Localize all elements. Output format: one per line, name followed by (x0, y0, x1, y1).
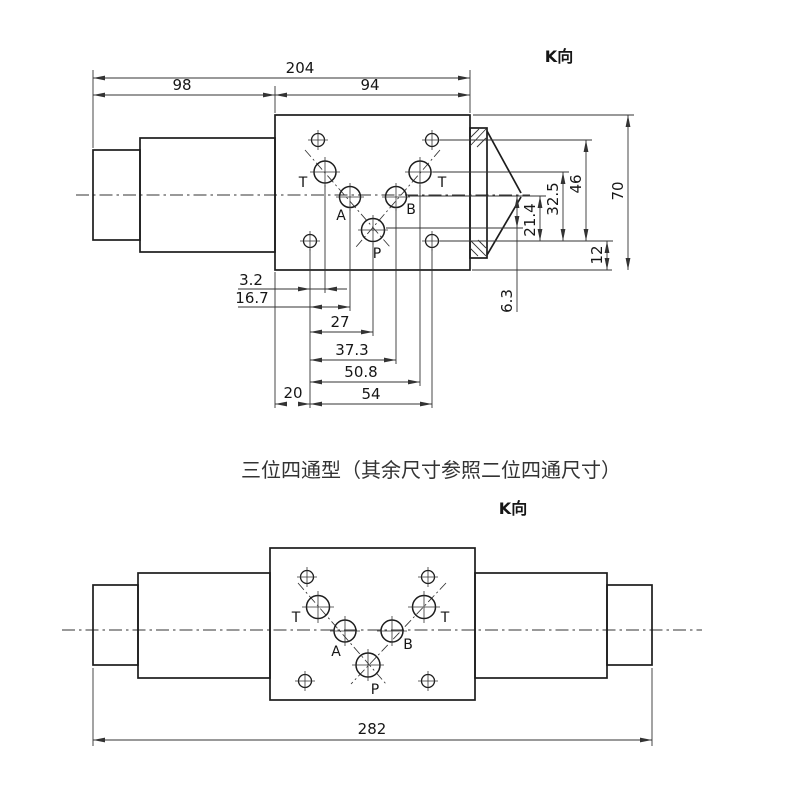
top-port-label-T-right: T (437, 175, 447, 191)
dim-overall-length: 282 (358, 720, 387, 738)
top-view-direction-label: K向 (545, 47, 573, 66)
dim-c6: 54 (361, 385, 380, 403)
bottom-port-label-B: B (403, 637, 413, 653)
dim-p-offset: 6.3 (498, 289, 516, 313)
bottom-port-label-A: A (331, 644, 341, 660)
dim-right-width: 94 (360, 76, 379, 94)
top-bolt-holes (300, 130, 442, 251)
dim-left-width: 98 (172, 76, 191, 94)
top-drawing: K向 (76, 47, 634, 408)
top-port-centerlines (304, 149, 441, 248)
top-port-label-B: B (406, 202, 416, 218)
dim-t-height: 32.5 (544, 182, 562, 215)
dim-c1: 3.2 (239, 271, 263, 289)
bottom-end-cap-right (606, 584, 653, 666)
top-right-dimensions (386, 114, 634, 312)
top-solenoid-body (139, 137, 276, 253)
bottom-bolt-holes (295, 567, 438, 691)
dim-block-height: 70 (609, 181, 627, 200)
top-width-dimensions (92, 70, 471, 148)
dim-c2: 16.7 (235, 289, 268, 307)
bottom-width-dimension (92, 668, 653, 746)
top-ports (310, 157, 435, 245)
top-clamp-wedge (469, 127, 522, 259)
dim-bottom-edge: 12 (588, 245, 606, 264)
top-port-label-T-left: T (298, 175, 308, 191)
dim-total-width: 204 (286, 59, 315, 77)
bottom-port-label-P: P (371, 682, 379, 698)
bottom-drawing: K向 (62, 499, 702, 746)
dim-bolt-height: 46 (567, 174, 585, 193)
dim-c7: 20 (283, 384, 302, 402)
bottom-solenoid-right (474, 572, 608, 679)
dim-ab-height: 21.4 (521, 203, 539, 236)
dim-c4: 37.3 (335, 341, 368, 359)
top-port-label-A: A (336, 208, 346, 224)
top-port-label-P: P (373, 246, 381, 262)
bottom-port-centerlines (297, 582, 447, 685)
bottom-end-cap-left (92, 584, 139, 666)
top-valve-outline (92, 114, 471, 271)
bottom-view-direction-label: K向 (499, 499, 527, 518)
caption-three-position-four-way: 三位四通型（其余尺寸参照二位四通尺寸） (241, 458, 621, 482)
bottom-port-label-T-right: T (440, 610, 450, 626)
bottom-valve-outline (92, 547, 653, 701)
dim-c5: 50.8 (344, 363, 377, 381)
top-bottom-dimensions (238, 185, 433, 408)
dim-c3: 27 (330, 313, 349, 331)
bottom-port-label-T-left: T (291, 610, 301, 626)
bottom-ports (302, 591, 440, 681)
bottom-solenoid-left (137, 572, 271, 679)
